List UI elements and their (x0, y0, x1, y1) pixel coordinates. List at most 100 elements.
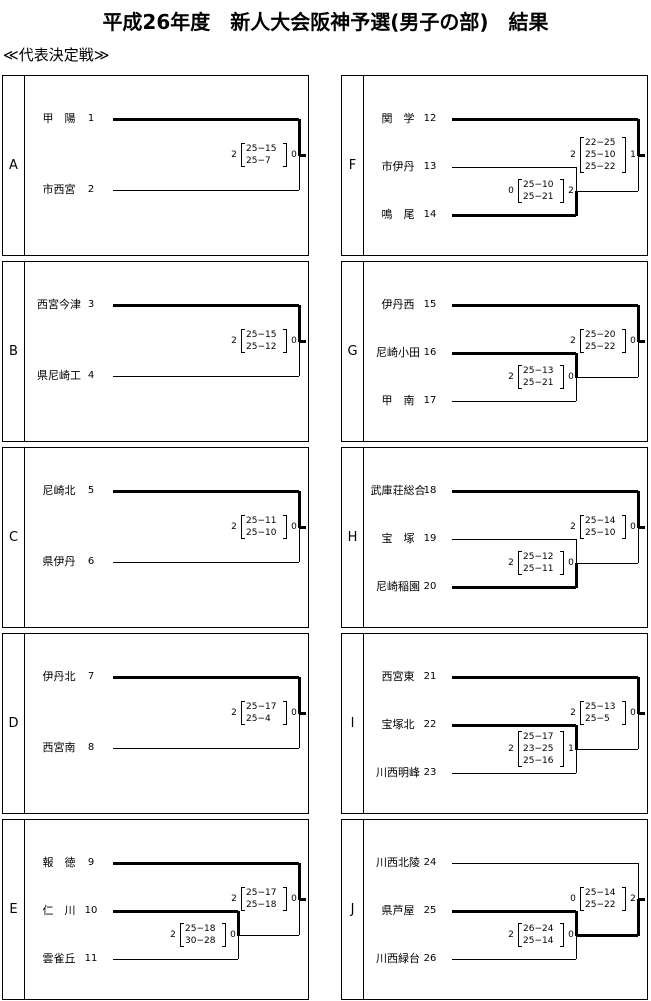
set-score: 25−5 (585, 714, 610, 724)
team-name: 関 学 (381, 112, 415, 125)
bracket-line (638, 526, 645, 529)
set-score: 26−24 (523, 924, 554, 934)
score-bracket-right (283, 515, 287, 539)
bracket-line (452, 539, 576, 540)
wins-left: 2 (231, 522, 237, 532)
bracket-line (238, 935, 239, 959)
bracket-line (452, 724, 576, 727)
team-seed: 7 (87, 671, 95, 682)
score-bracket-right (283, 143, 287, 167)
bracket-line (299, 713, 300, 748)
bracket-line (113, 490, 299, 493)
set-score: 25−10 (585, 150, 616, 160)
set-score: 23−25 (523, 744, 554, 754)
team-name: 宝 塚 (381, 532, 415, 545)
bracket-line (638, 340, 645, 343)
wins-right: 1 (568, 744, 574, 754)
wins-left: 2 (570, 336, 576, 346)
team-name: 川西明峰 (376, 766, 420, 779)
bracket-line (452, 959, 576, 960)
block-letter-column (342, 448, 364, 627)
bracket-line (575, 191, 578, 216)
score-bracket-right (560, 551, 564, 575)
score-bracket-left (580, 515, 584, 539)
team-seed: 1 (87, 113, 95, 124)
block-letter: E (9, 901, 18, 917)
bracket-line (637, 119, 640, 156)
team-seed: 26 (423, 953, 437, 964)
bracket-line (638, 712, 645, 715)
team-name: 西宮南 (42, 741, 76, 754)
set-score: 25−11 (523, 564, 554, 574)
team-seed: 11 (84, 953, 98, 964)
team-seed: 18 (423, 485, 437, 496)
set-score: 30−28 (185, 936, 216, 946)
team-name: 尼崎北 (42, 484, 76, 497)
bracket-line (638, 713, 639, 749)
bracket-line (113, 862, 299, 865)
wins-right: 0 (568, 372, 574, 382)
set-scores: 25−13 25−5 (585, 701, 615, 725)
wins-right: 2 (630, 894, 636, 904)
wins-right: 0 (630, 708, 636, 718)
bracket-line (576, 191, 638, 192)
block-letter-column (342, 634, 364, 813)
block-letter: A (9, 157, 18, 173)
bracket-line (298, 491, 301, 528)
bracket-line (298, 677, 301, 714)
set-score: 25−15 (246, 330, 277, 340)
score-bracket-left (180, 923, 184, 947)
score-bracket-left (518, 179, 522, 203)
set-score: 25−22 (585, 342, 616, 352)
team-seed: 23 (423, 767, 437, 778)
team-seed: 15 (423, 299, 437, 310)
bracket-line (452, 863, 638, 864)
set-score: 25−7 (246, 156, 271, 166)
set-score: 25−16 (523, 756, 554, 766)
team-name: 武庫荘総合 (370, 484, 426, 497)
wins-right: 2 (568, 186, 574, 196)
team-seed: 21 (423, 671, 437, 682)
score-bracket-left (241, 329, 245, 353)
bracket-line (575, 353, 578, 378)
bracket-line (452, 118, 638, 121)
team-seed: 16 (423, 347, 437, 358)
bracket-line (298, 305, 301, 342)
block-letter-column (3, 262, 25, 441)
bracket-line (113, 376, 299, 377)
bracket-line (637, 305, 640, 342)
bracket-line (238, 935, 299, 936)
bracket-line (298, 863, 301, 900)
bracket-line (299, 154, 306, 157)
team-seed: 3 (87, 299, 95, 310)
score-bracket-right (622, 329, 626, 353)
team-name: 県伊丹 (42, 555, 76, 568)
set-score: 25−17 (246, 702, 277, 712)
set-score: 25−10 (246, 528, 277, 538)
set-score: 25−13 (585, 702, 616, 712)
score-bracket-right (622, 137, 626, 173)
set-score: 22−25 (585, 138, 616, 148)
bracket-line (576, 749, 577, 773)
bracket-line (575, 725, 578, 750)
team-seed: 20 (423, 581, 437, 592)
wins-left: 2 (508, 930, 514, 940)
bracket-line (299, 899, 300, 935)
bracket-line (638, 863, 639, 899)
wins-left: 2 (570, 708, 576, 718)
page-title: 平成26年度 新人大会阪神予選(男子の部) 結果 (102, 10, 549, 34)
wins-left: 2 (231, 708, 237, 718)
team-seed: 2 (87, 184, 95, 195)
wins-left: 2 (508, 372, 514, 382)
team-name: 仁 川 (42, 904, 76, 917)
